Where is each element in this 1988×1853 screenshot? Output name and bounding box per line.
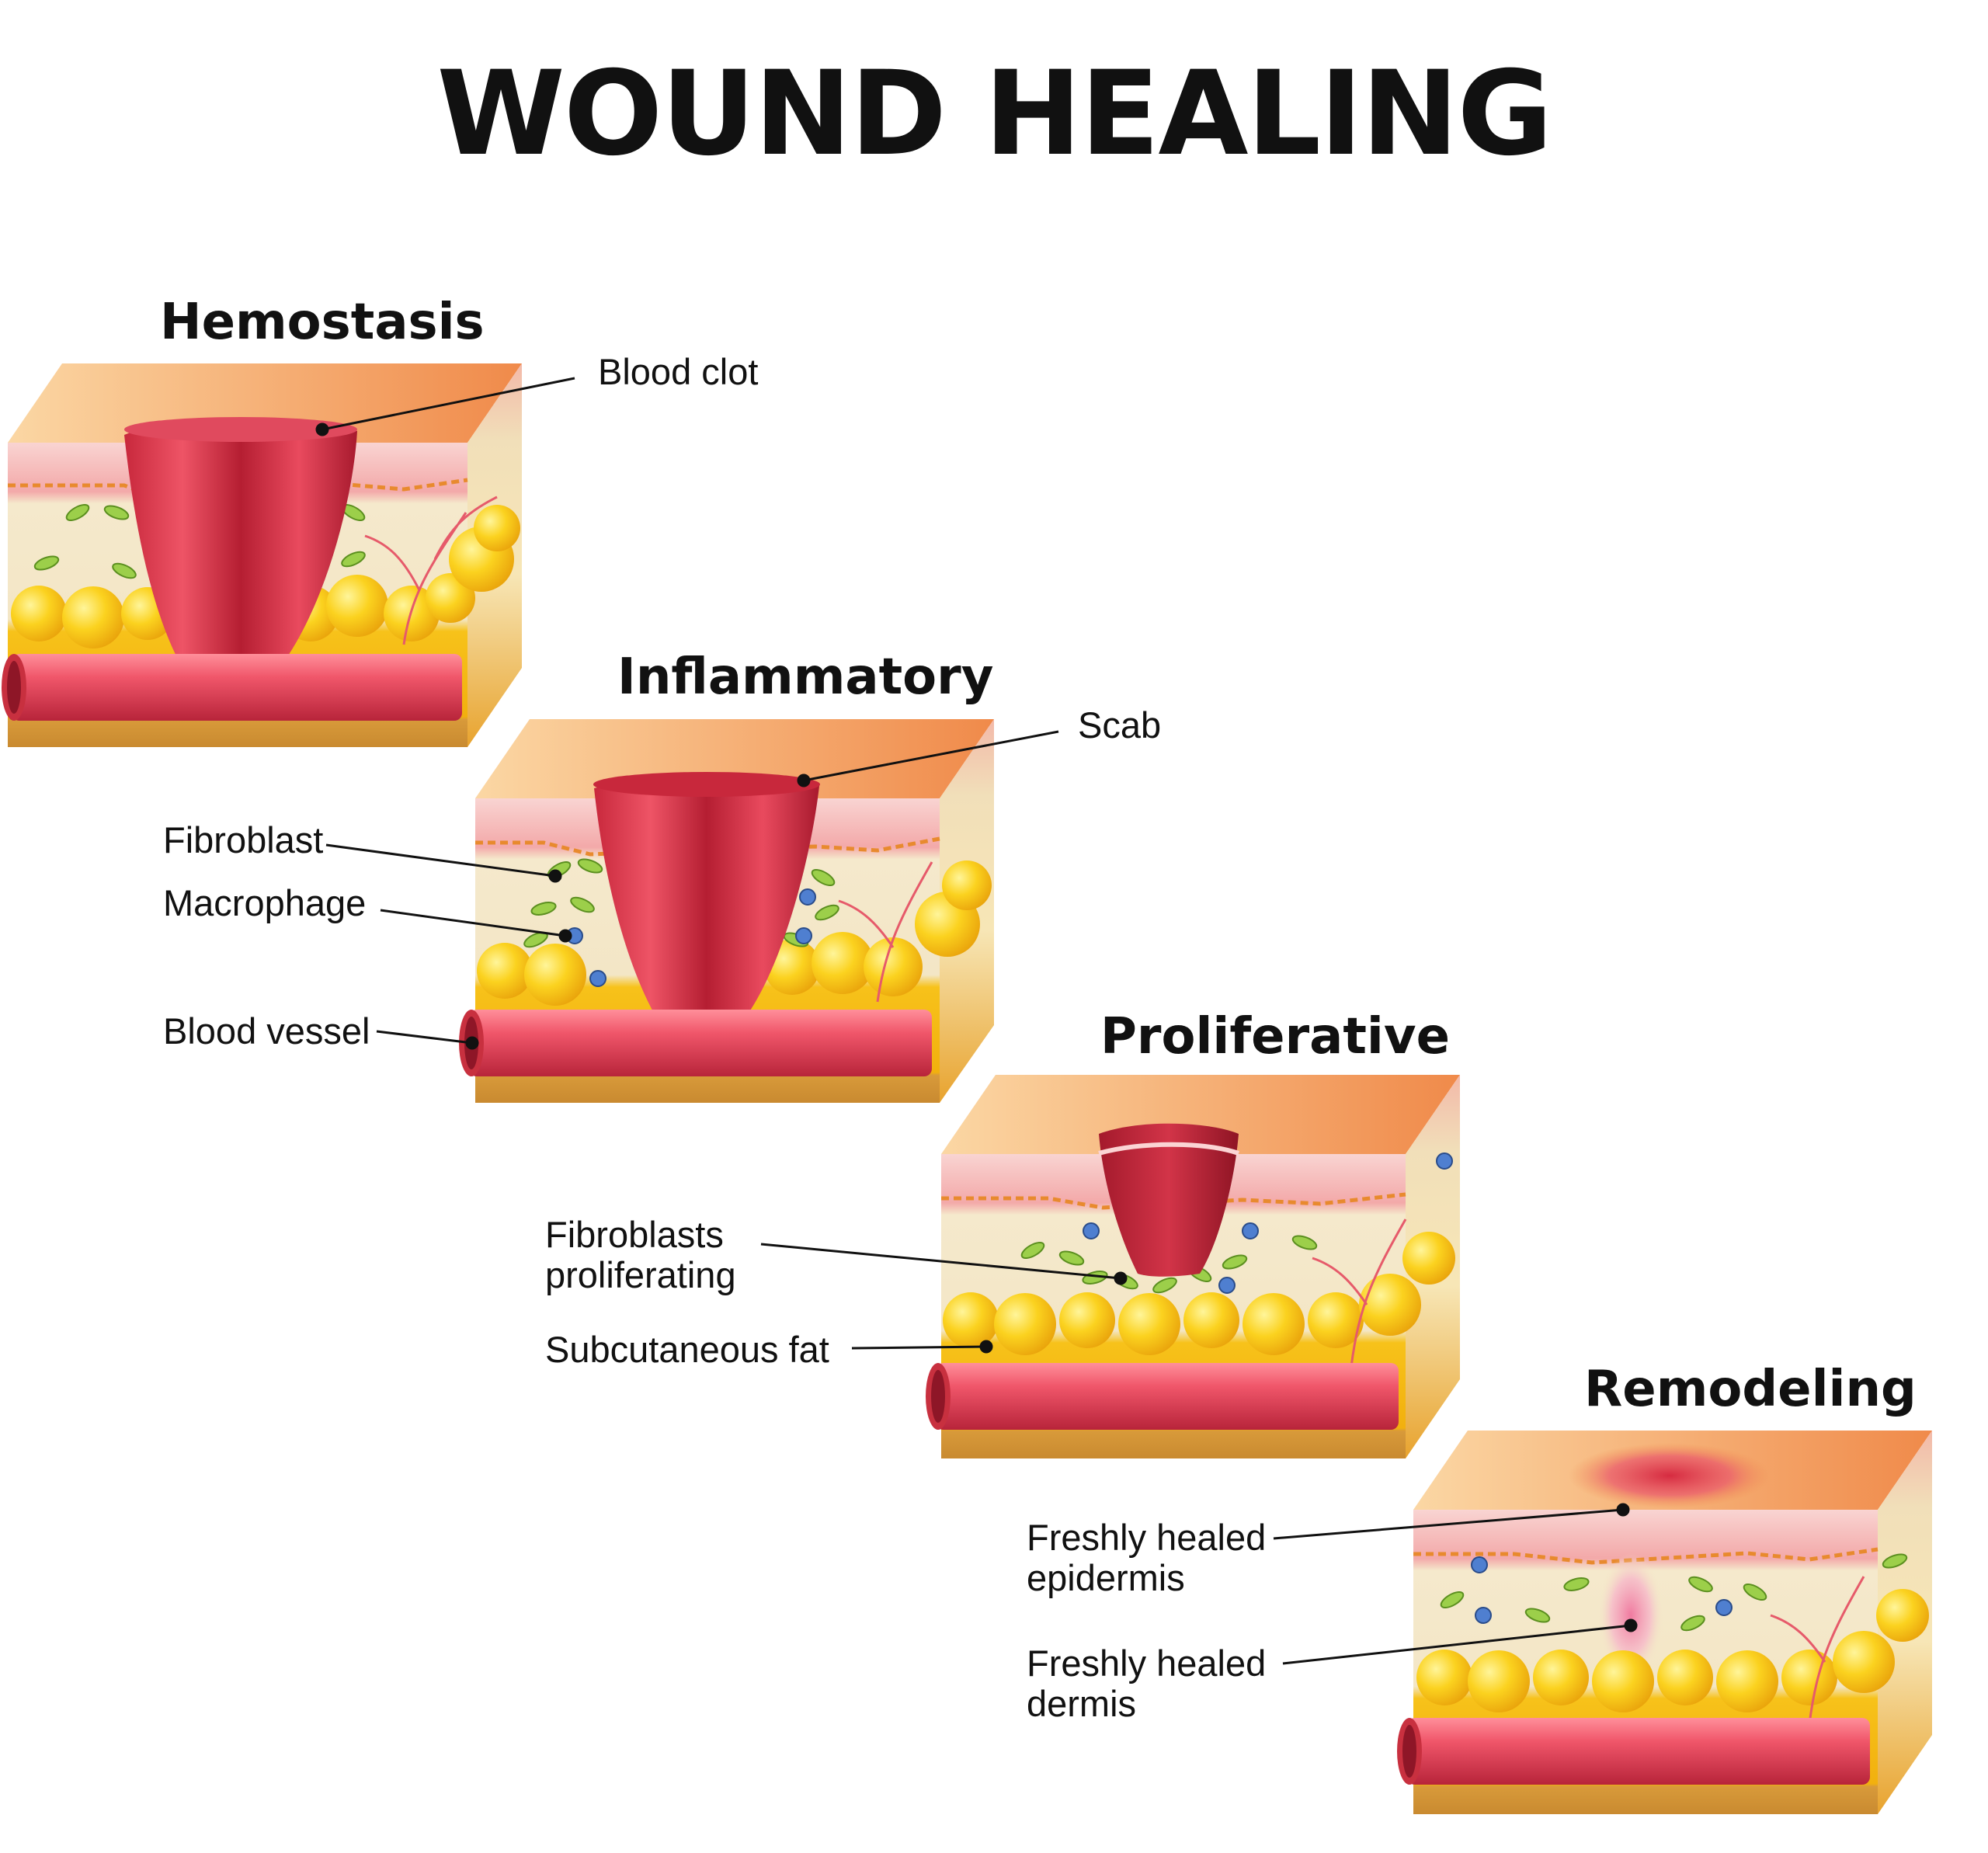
fat-cells xyxy=(1416,1589,1929,1712)
label-freshly-healed-dermis: Freshly healed dermis xyxy=(1027,1643,1266,1724)
page-title: WOUND HEALING xyxy=(436,47,1552,182)
new-epidermis-layer xyxy=(1098,1142,1239,1156)
macrophage-cells xyxy=(1083,1152,1453,1294)
fat-cells xyxy=(477,860,992,1006)
fibroblast-cells xyxy=(33,503,366,579)
healing-scab xyxy=(1099,1123,1239,1277)
label-line: Freshly healed xyxy=(1027,1643,1267,1684)
blood-vessel xyxy=(926,1363,1399,1430)
proliferative-block xyxy=(926,1075,1460,1458)
blood-clot xyxy=(124,419,357,674)
surface-scar xyxy=(1569,1443,1771,1508)
capillary-branch xyxy=(1770,1576,1865,1725)
label-scab: Scab xyxy=(1078,704,1162,746)
label-line: epidermis xyxy=(1027,1557,1185,1598)
macrophage-cells xyxy=(566,888,816,987)
inflammatory-block xyxy=(459,719,994,1103)
scab xyxy=(594,777,819,1024)
skin-top-surface xyxy=(8,363,522,443)
label-fibroblast: Fibroblast xyxy=(163,819,324,860)
label-blood-clot: Blood clot xyxy=(598,351,759,392)
stage-title-inflammatory: Inflammatory xyxy=(617,648,994,706)
blood-vessel xyxy=(2,654,462,721)
label-blood-vessel: Blood vessel xyxy=(163,1010,370,1052)
label-line: Fibroblasts xyxy=(545,1214,724,1255)
label-line: Freshly healed xyxy=(1027,1517,1267,1558)
capillary-branch xyxy=(364,495,498,645)
skin-top-surface xyxy=(941,1075,1460,1154)
label-freshly-healed-epidermis: Freshly healed epidermis xyxy=(1027,1518,1266,1598)
label-subcutaneous-fat: Subcutaneous fat xyxy=(545,1329,829,1370)
macrophage-cells xyxy=(1471,1556,1733,1624)
fibroblast-cells xyxy=(1440,1553,1908,1632)
skin-top-surface xyxy=(475,719,994,798)
label-fibroblasts-proliferating: Fibroblasts proliferating xyxy=(545,1215,736,1295)
fat-cells xyxy=(943,1232,1455,1355)
remodeling-block xyxy=(1397,1431,1932,1814)
stage-title-hemostasis: Hemostasis xyxy=(160,294,485,351)
label-line: proliferating xyxy=(545,1254,736,1295)
scab-top xyxy=(593,772,820,797)
blood-vessel xyxy=(1397,1718,1870,1785)
leader-lines xyxy=(315,377,1638,1665)
stage-title-remodeling: Remodeling xyxy=(1584,1361,1917,1418)
capillary-branch xyxy=(1312,1219,1407,1368)
fibroblast-cells xyxy=(523,858,839,948)
healed-dermis-scar xyxy=(1598,1553,1663,1677)
basement-membrane xyxy=(941,1192,1406,1210)
stage-title-proliferative: Proliferative xyxy=(1100,1008,1450,1066)
blood-vessel xyxy=(459,1010,932,1076)
capillary-branch xyxy=(838,861,933,1003)
blood-clot-top xyxy=(124,417,357,442)
hemostasis-block xyxy=(2,363,522,747)
label-macrophage: Macrophage xyxy=(163,882,367,923)
label-line: dermis xyxy=(1027,1683,1137,1724)
